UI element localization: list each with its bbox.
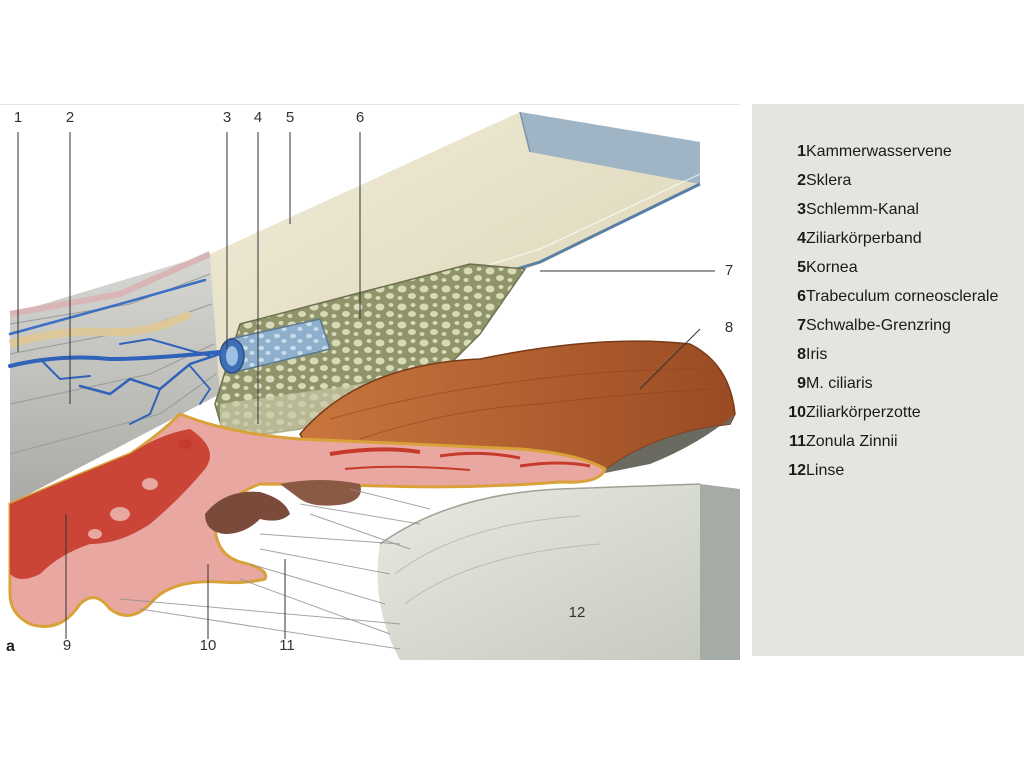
callout-8: 8 bbox=[724, 319, 734, 336]
callout-10: 10 bbox=[199, 637, 217, 654]
legend-number: 7 bbox=[797, 317, 806, 334]
callout-9: 9 bbox=[62, 637, 72, 654]
legend-label: Zonula Zinnii bbox=[806, 433, 898, 450]
callout-6: 6 bbox=[355, 109, 365, 126]
legend-number: 1 bbox=[797, 143, 806, 160]
legend-label: Schwalbe-Grenzring bbox=[806, 317, 951, 334]
legend-label: M. ciliaris bbox=[806, 375, 873, 392]
anatomy-illustration bbox=[0, 104, 740, 660]
callout-12: 12 bbox=[568, 604, 586, 621]
legend-label: Kammerwasservene bbox=[806, 143, 952, 160]
legend-label: Linse bbox=[806, 462, 845, 479]
legend-label: Iris bbox=[806, 346, 828, 363]
legend-number: 8 bbox=[797, 346, 806, 363]
legend-label: Sklera bbox=[806, 172, 852, 189]
callout-4: 4 bbox=[253, 109, 263, 126]
legend-number: 9 bbox=[797, 375, 806, 392]
legend-number: 5 bbox=[797, 259, 806, 276]
callout-7: 7 bbox=[724, 262, 734, 279]
legend-number: 6 bbox=[797, 288, 806, 305]
callout-11: 11 bbox=[279, 637, 295, 654]
schlemm-canal bbox=[219, 318, 331, 374]
callout-2: 2 bbox=[65, 109, 75, 126]
zonula-zinnii bbox=[119, 488, 431, 650]
legend-number: 2 bbox=[797, 172, 806, 189]
callout-1: 1 bbox=[13, 109, 23, 126]
panel-letter: a bbox=[6, 638, 15, 655]
callout-5: 5 bbox=[285, 109, 295, 126]
aqueous-vein bbox=[8, 278, 222, 425]
legend-label: Schlemm-Kanal bbox=[806, 201, 919, 218]
legend-number: 3 bbox=[797, 201, 806, 218]
legend-number: 4 bbox=[797, 230, 806, 247]
legend-label: Trabeculum corneosclerale bbox=[806, 288, 999, 305]
legend-label: Kornea bbox=[806, 259, 858, 276]
legend-number: 11 bbox=[789, 433, 806, 450]
legend-label: Ziliarkörperzotte bbox=[806, 404, 921, 421]
leader-lines bbox=[17, 132, 715, 639]
legend-number: 12 bbox=[788, 462, 806, 479]
sclera bbox=[8, 251, 220, 504]
legend-number: 10 bbox=[788, 404, 806, 421]
lens bbox=[377, 483, 740, 660]
ciliary-body bbox=[8, 412, 607, 628]
legend-label: Ziliarkörperband bbox=[806, 230, 922, 247]
callout-3: 3 bbox=[222, 109, 232, 126]
